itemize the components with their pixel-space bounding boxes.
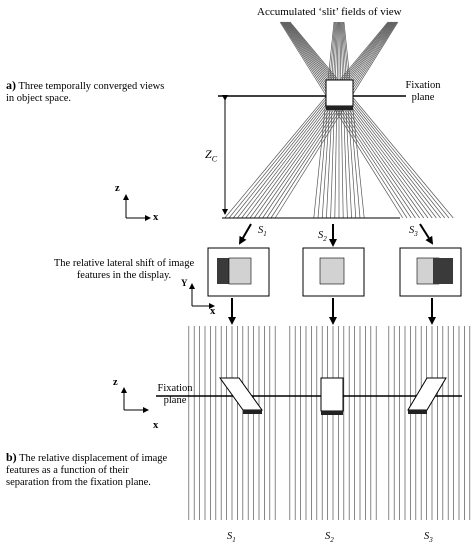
sheared-object-s1 bbox=[219, 377, 263, 414]
fan-line-2-2 bbox=[281, 21, 412, 219]
display-frame-s2 bbox=[302, 247, 365, 297]
fan-line-2-4 bbox=[283, 21, 420, 219]
s1-label-bottom: S1 bbox=[227, 531, 236, 545]
fan-line-2-5 bbox=[283, 21, 425, 219]
fan-line-1-5 bbox=[334, 21, 339, 219]
part-a-caption: a) Three temporally converged views in o… bbox=[6, 79, 166, 105]
fan-line-0-3 bbox=[237, 21, 391, 219]
fan-line-1-1 bbox=[317, 21, 336, 219]
display-frame-s1 bbox=[207, 247, 270, 297]
fan-line-2-10 bbox=[288, 21, 446, 219]
display-frame-s3 bbox=[399, 247, 462, 297]
fan-line-2-11 bbox=[288, 21, 450, 219]
fan-line-2-9 bbox=[287, 21, 441, 219]
shift-caption: The relative lateral shift of image feat… bbox=[53, 258, 195, 281]
s3-label-top: S3 bbox=[409, 225, 418, 239]
fan-line-2-6 bbox=[284, 21, 429, 219]
fan-line-1-3 bbox=[326, 21, 337, 219]
display-arrows-bottom bbox=[228, 298, 436, 325]
top-title: Accumulated ‘slit’ fields of view bbox=[257, 6, 402, 18]
part-a-letter: a) bbox=[6, 78, 16, 92]
object-dark-base bbox=[326, 106, 353, 110]
fan-line-2-1 bbox=[280, 21, 408, 219]
fan-line-2-8 bbox=[286, 21, 437, 219]
fan-line-0-5 bbox=[245, 21, 393, 219]
axis-x-label-bottom: x bbox=[153, 420, 159, 431]
s3-label-bottom: S3 bbox=[424, 531, 433, 545]
fan-line-0-1 bbox=[228, 21, 390, 219]
upright-object-s2 bbox=[320, 377, 344, 415]
fan-line-2-7 bbox=[285, 21, 433, 219]
fan-line-1-2 bbox=[321, 21, 337, 219]
fan-line-0-6 bbox=[249, 21, 394, 219]
axis-z-label-bottom: z bbox=[113, 377, 118, 388]
axis-x-label-mid: x bbox=[210, 306, 216, 317]
part-a-text: Three temporally converged views in obje… bbox=[6, 81, 165, 104]
sheared-object-s3 bbox=[407, 377, 447, 414]
axes-mid bbox=[189, 283, 215, 309]
s2-label-bottom: S2 bbox=[325, 531, 334, 545]
fan-line-1-0 bbox=[313, 21, 335, 219]
part-b-letter: b) bbox=[6, 450, 17, 464]
s1-label-top: S1 bbox=[258, 225, 267, 239]
display-arrows-top bbox=[238, 223, 434, 247]
object-at-convergence bbox=[325, 79, 354, 107]
fan-line-1-4 bbox=[330, 21, 338, 219]
slit-fields-fan bbox=[224, 21, 454, 219]
axis-z-label-top: z bbox=[115, 183, 120, 194]
s2-label-top: S2 bbox=[318, 230, 327, 244]
fan-line-0-0 bbox=[224, 21, 389, 219]
part-b-text: The relative displacement of image featu… bbox=[6, 453, 168, 488]
bottom-slit-lines bbox=[188, 326, 471, 520]
axes-bottom bbox=[121, 387, 149, 413]
part-b-caption: b) The relative displacement of image fe… bbox=[6, 451, 174, 489]
fixation-plane-label-bottom: Fixation plane bbox=[157, 383, 193, 406]
fan-line-2-0 bbox=[279, 21, 404, 219]
fan-line-2-12 bbox=[289, 21, 454, 219]
fan-line-0-4 bbox=[241, 21, 392, 219]
zc-label: ZC bbox=[205, 147, 218, 164]
fan-line-2-3 bbox=[282, 21, 416, 219]
axis-x-label-top: x bbox=[153, 212, 159, 223]
axes-top bbox=[123, 194, 151, 221]
axis-y-label-mid: Y bbox=[181, 278, 188, 288]
fan-line-0-2 bbox=[232, 21, 390, 219]
fixation-plane-label-top: Fixation plane bbox=[405, 80, 441, 103]
